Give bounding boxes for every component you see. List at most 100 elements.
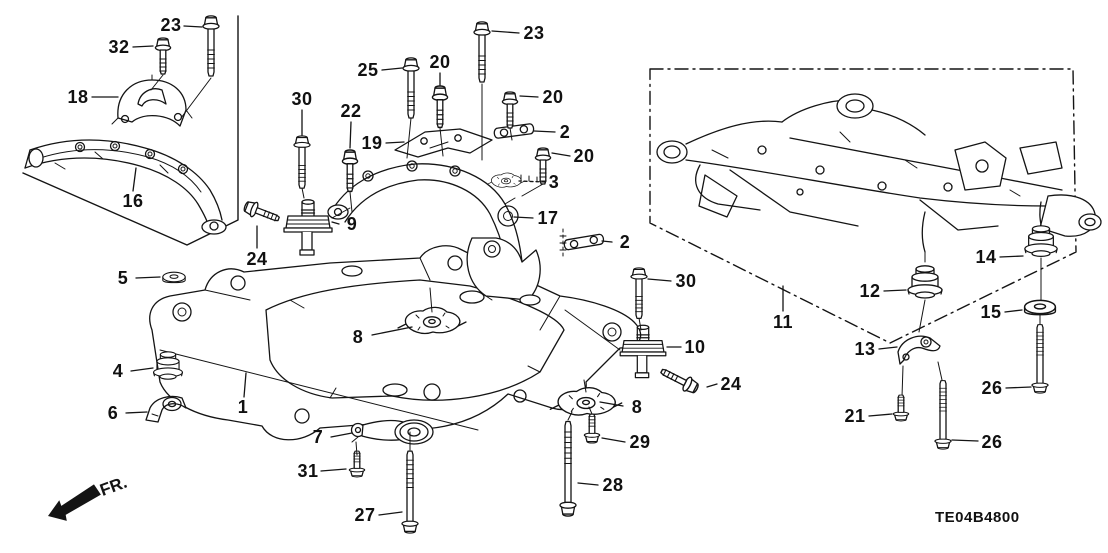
part-17-stiffener-drawing <box>327 160 541 306</box>
leader-line-28 <box>577 482 599 486</box>
leader-line-7 <box>330 432 353 438</box>
part-callout-20: 20 <box>573 146 595 166</box>
leader-line-25 <box>381 67 403 71</box>
part-21-bolt-drawing <box>892 394 910 422</box>
diagram-code: TE04B4800 <box>935 509 1020 526</box>
part-callout-12: 12 <box>859 281 881 301</box>
part-callout-26: 26 <box>981 432 1003 452</box>
part-30-bolt-drawing-right <box>630 267 648 320</box>
leader-line-21 <box>868 413 893 417</box>
part-callout-27: 27 <box>354 505 376 525</box>
leader-line-20 <box>551 152 571 157</box>
leader-line-5 <box>135 276 161 279</box>
leader-line-24 <box>706 383 718 388</box>
part-callout-2: 2 <box>559 122 571 142</box>
leader-line-19 <box>385 141 405 144</box>
dash-tick-marks <box>520 174 567 259</box>
leader-line-2 <box>601 240 613 243</box>
part-callout-8: 8 <box>352 327 364 347</box>
leader-line-26 <box>951 439 979 442</box>
part-6-bracket-drawing <box>145 395 187 423</box>
leader-line-23 <box>491 30 520 34</box>
leader-line-17 <box>513 216 534 219</box>
part-callout-26: 26 <box>981 378 1003 398</box>
part-callout-20: 20 <box>429 52 451 72</box>
part-callout-10: 10 <box>684 337 706 357</box>
part-callout-28: 28 <box>602 475 624 495</box>
part-callout-18: 18 <box>67 87 89 107</box>
leader-line-6 <box>125 411 148 414</box>
part-callout-6: 6 <box>107 403 119 423</box>
part-16-front-cross-member-drawing <box>24 139 227 235</box>
part-30-bolt-drawing-left <box>293 135 311 189</box>
part-28-bolt-drawing <box>559 420 577 517</box>
part-13-bracket-drawing <box>897 335 941 365</box>
part-callout-2: 2 <box>619 232 631 252</box>
rear-cross-beam-boundary <box>649 68 1077 344</box>
part-callout-30: 30 <box>675 271 697 291</box>
leader-line-3 <box>518 180 546 183</box>
part-callout-3: 3 <box>548 172 560 192</box>
leader-line-26 <box>1005 386 1032 389</box>
part-callout-1: 1 <box>237 397 249 417</box>
inset-assembly-lines <box>150 74 212 119</box>
leader-line-30 <box>647 278 672 282</box>
part-callout-25: 25 <box>357 60 379 80</box>
part-27-bolt-drawing <box>401 450 419 534</box>
leader-line-14 <box>999 255 1024 258</box>
part-29-bolt-drawing <box>583 413 601 444</box>
part-callout-24: 24 <box>246 249 268 269</box>
part-callout-7: 7 <box>312 427 324 447</box>
part-callout-13: 13 <box>854 339 876 359</box>
leader-line-22 <box>349 121 352 149</box>
part-callout-29: 29 <box>629 432 651 452</box>
leader-line-32 <box>132 45 154 48</box>
part-24-bolt-drawing-left <box>241 198 282 227</box>
part-callout-23: 23 <box>523 23 545 43</box>
part-callout-22: 22 <box>340 101 362 121</box>
part-15-washer-drawing <box>1023 299 1057 316</box>
leader-line-4 <box>130 367 154 372</box>
leader-line-20 <box>519 95 539 98</box>
part-20-bolt-drawing-mid <box>501 91 519 129</box>
part-11-rear-cross-beam-drawing <box>656 93 1102 253</box>
leader-line-8 <box>599 401 624 407</box>
part-callout-4: 4 <box>112 361 124 381</box>
part-callout-24: 24 <box>720 374 742 394</box>
part-callout-8: 8 <box>631 397 643 417</box>
leader-line-29 <box>601 437 626 443</box>
part-23-bolt-drawing-main <box>473 21 491 83</box>
part-callout-31: 31 <box>297 461 319 481</box>
part-callout-30: 30 <box>291 89 313 109</box>
leader-lines <box>91 25 1032 516</box>
part-2-plate-drawing-upper <box>493 122 535 140</box>
leader-line-27 <box>378 511 403 516</box>
leader-line-13 <box>878 346 898 350</box>
leader-line-16 <box>132 167 137 192</box>
part-callout-21: 21 <box>844 406 866 426</box>
part-callout-15: 15 <box>980 302 1002 322</box>
fr-label: FR. <box>97 473 129 500</box>
part-callout-14: 14 <box>975 247 997 267</box>
part-callout-11: 11 <box>772 312 794 332</box>
leader-line-31 <box>320 468 347 472</box>
part-32-bolt-drawing <box>154 37 172 75</box>
part-19-bracket-drawing <box>394 128 493 158</box>
part-18-bracket-drawing <box>111 74 193 127</box>
part-20-bolt-drawing-top <box>431 85 449 129</box>
part-26-bolt-drawing-upper <box>1031 323 1049 394</box>
leader-line-23 <box>183 25 203 28</box>
leader-line-1 <box>243 372 247 398</box>
part-callout-17: 17 <box>537 208 559 228</box>
fr-direction-arrow: FR. <box>48 473 130 521</box>
part-callout-32: 32 <box>108 37 130 57</box>
part-callout-20: 20 <box>542 87 564 107</box>
part-7-arm-drawing <box>350 419 434 445</box>
part-26-bolt-drawing-lower <box>934 379 952 450</box>
front-assembly-lines <box>301 83 642 456</box>
leader-line-8 <box>371 326 413 336</box>
part-callout-23: 23 <box>160 15 182 35</box>
leader-line-2 <box>533 130 556 133</box>
